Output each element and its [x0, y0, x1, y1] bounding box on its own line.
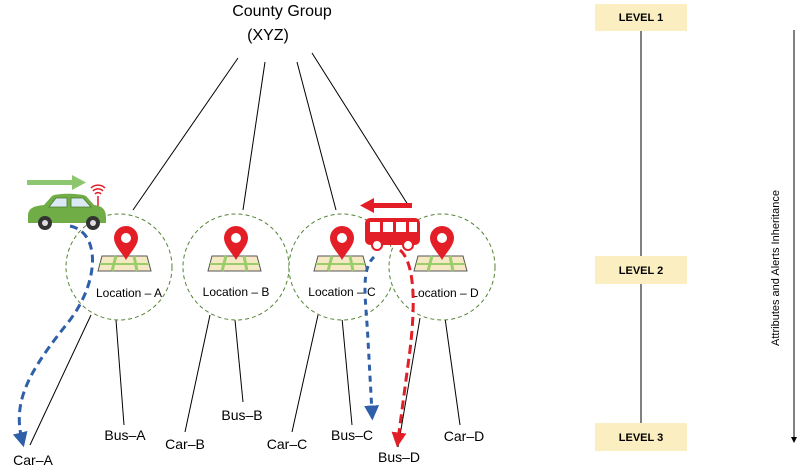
bus-a-label: Bus–A: [104, 427, 146, 443]
bus-d-label: Bus–D: [378, 449, 420, 465]
car-d-label: Car–D: [444, 428, 484, 444]
car-c-label: Car–C: [267, 436, 307, 452]
level-2-box: LEVEL 2: [595, 256, 687, 284]
car-a-path: [12, 224, 94, 448]
connector-location-b-car-b: [184, 314, 211, 433]
level-3-box: LEVEL 3: [595, 423, 687, 451]
connector-location-a-car-a: [29, 314, 92, 446]
car-a-label: Car–A: [13, 452, 53, 468]
location-b-label: Location – B: [203, 285, 270, 299]
connector-location-c-car-c: [291, 314, 319, 433]
connector-location-c-bus-c: [341, 317, 353, 426]
level-3-label: LEVEL 3: [619, 432, 663, 444]
level-2-label: LEVEL 2: [619, 265, 663, 277]
bus-b-label: Bus–B: [221, 407, 262, 423]
level-1-box: LEVEL 1: [595, 4, 687, 31]
location-connectors: [29, 314, 461, 448]
car-icon: [28, 193, 106, 230]
root-subtitle: (XYZ): [247, 27, 289, 44]
connector-root-location-d: [311, 52, 411, 209]
connector-root-location-b: [242, 61, 266, 211]
connector-location-a-bus-a: [115, 319, 125, 426]
connector-location-b-bus-b: [234, 319, 244, 403]
bus-icon: [365, 218, 420, 251]
arrow-icon: [360, 198, 412, 213]
bus-c-path: [363, 255, 380, 421]
wifi-signal-icon: [90, 184, 106, 208]
inheritance-label: Attributes and Alerts Inheritance: [770, 190, 782, 346]
location-d-label: Location – D: [411, 286, 479, 300]
car-b-label: Car–B: [165, 436, 205, 452]
bus-c-label: Bus–C: [331, 427, 373, 443]
arrow-icon: [27, 175, 86, 190]
root-title: County Group: [232, 3, 332, 20]
location-a-label: Location – A: [96, 286, 162, 300]
location-c-label: Location – C: [308, 285, 376, 299]
connector-location-d-car-d: [444, 317, 461, 426]
connector-location-d-bus-d: [397, 317, 421, 448]
connector-root-location-a: [132, 57, 239, 211]
level-1-label: LEVEL 1: [619, 12, 663, 24]
bus-d-path: [391, 248, 415, 448]
connector-root-location-c: [296, 61, 337, 211]
root-connectors: [132, 52, 411, 211]
